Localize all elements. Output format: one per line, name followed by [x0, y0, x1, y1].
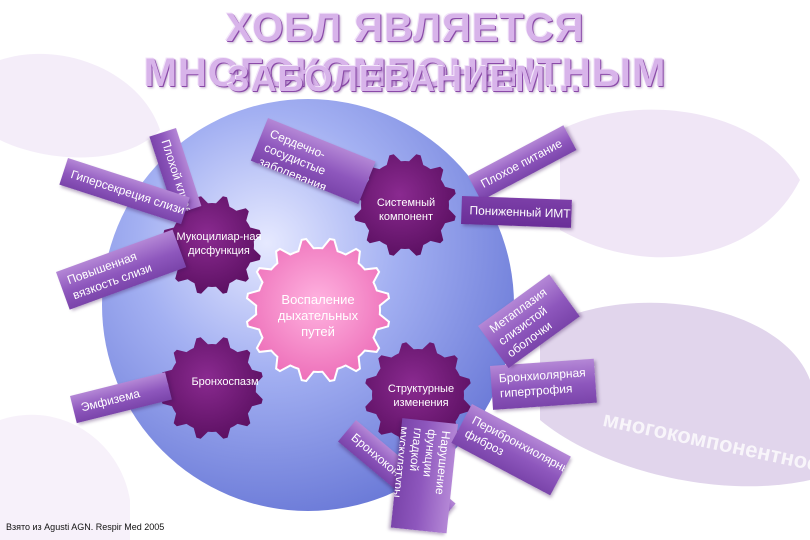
- gear-bronchospasm: [161, 337, 263, 439]
- gear-label-bronchospasm-line-1: Бронхоспазм: [191, 376, 259, 388]
- strip-bronchiolar-hypertrophy: Бронхиолярная гипертрофия: [490, 358, 597, 410]
- source-credit: Взято из Agusti AGN. Respir Med 2005: [6, 522, 165, 532]
- gear-label-structural-line-2: изменения: [393, 397, 449, 409]
- hub-label-line-2: дыхательных: [277, 308, 359, 323]
- hub-label-line-1: Воспаление: [281, 292, 355, 307]
- gear-label-mucociliary-line-1: Мукоцилиар-ная: [176, 231, 262, 243]
- gear-label-structural-line-1: Структурные: [387, 383, 455, 395]
- title-line-1: ХОБЛ ЯВЛЯЕТСЯ МНОГОКОМПОНЕНТНЫМ: [143, 6, 667, 95]
- gear-systemic: [354, 154, 456, 256]
- title-line-2: ЗАБОЛЕВАНИЕМ…: [227, 58, 583, 99]
- hub-label: Воспаление дыхательных путей: [262, 292, 374, 340]
- hub-gear: [245, 237, 391, 383]
- gear-label-structural: Структурные изменения: [364, 382, 478, 410]
- gear-mucociliary: [163, 196, 261, 294]
- gear-label-systemic-line-1: Системный: [376, 197, 436, 209]
- gear-structural: [365, 342, 471, 448]
- gear-label-mucociliary-line-2: дисфункция: [188, 245, 250, 257]
- strip-low-bmi: Пониженный ИМТ: [461, 196, 572, 228]
- gear-label-systemic-line-2: компонент: [379, 211, 433, 223]
- strip-smooth-muscle: Нарушение функции гладкой мускулатуры: [390, 418, 458, 534]
- gear-label-systemic: Системный компонент: [358, 196, 454, 224]
- hub-label-line-3: путей: [301, 324, 335, 339]
- gear-label-mucociliary: Мукоцилиар-ная дисфункция: [164, 230, 274, 258]
- gear-label-bronchospasm: Бронхоспазм: [170, 375, 280, 389]
